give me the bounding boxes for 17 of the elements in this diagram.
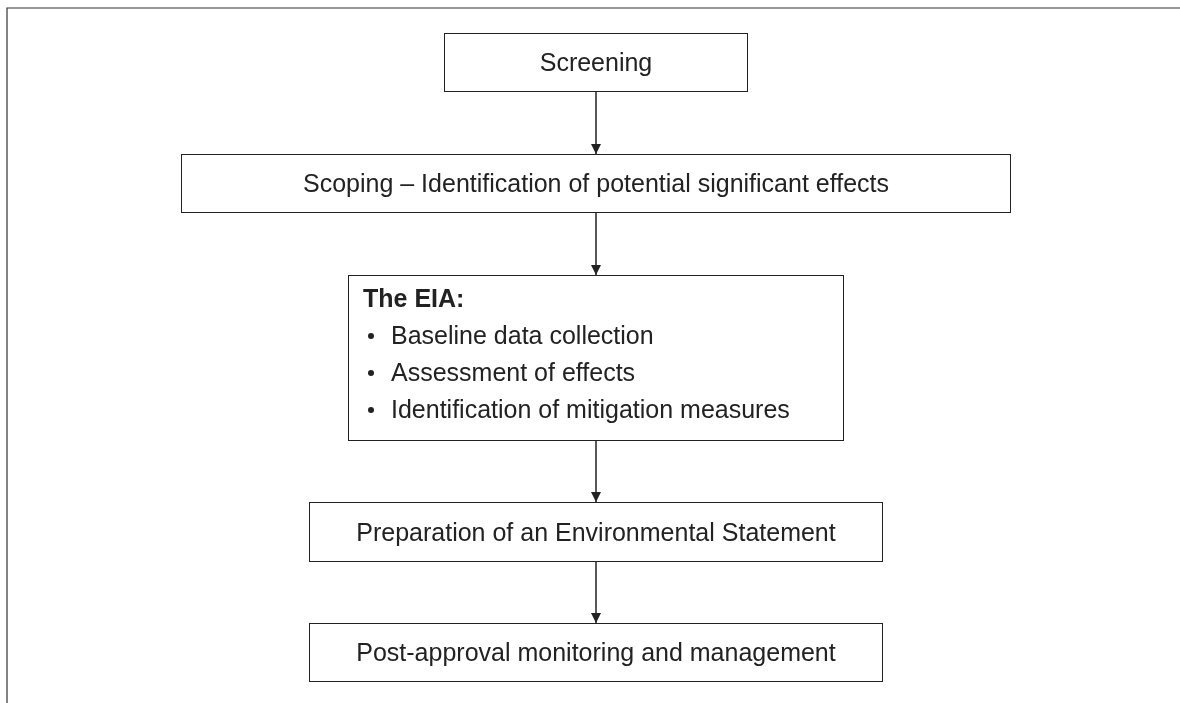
process-box xyxy=(181,154,1011,213)
bullet-item: Identification of mitigation measures xyxy=(391,395,790,424)
box-label: Scoping – Identification of potential significant effects xyxy=(303,169,889,198)
arrow xyxy=(591,440,601,503)
box-label: Post-approval monitoring and management xyxy=(356,638,836,667)
process-box xyxy=(309,623,883,682)
box-label: Preparation of an Environmental Statement xyxy=(356,517,836,547)
arrow xyxy=(591,212,601,276)
arrow xyxy=(591,91,601,155)
arrow xyxy=(591,561,601,624)
box-heading: The EIA: xyxy=(363,284,466,313)
process-box xyxy=(444,33,748,92)
box-label: Screening xyxy=(539,48,653,77)
bullet-item: Assessment of effects xyxy=(391,358,636,387)
process-box xyxy=(309,502,883,562)
process-box xyxy=(348,275,844,441)
bullet-item: Baseline data collection xyxy=(391,321,654,350)
